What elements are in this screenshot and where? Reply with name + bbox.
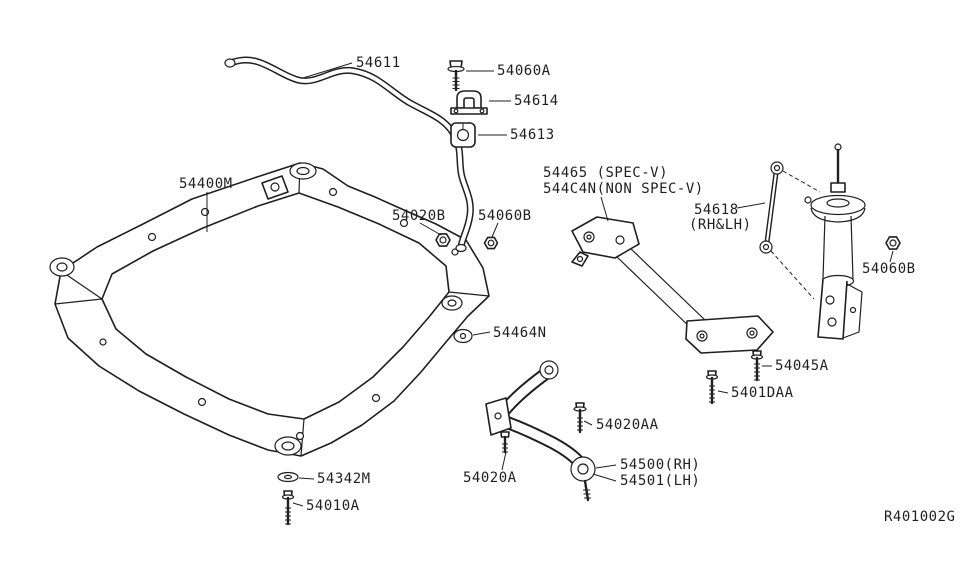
- nut-54060B-right-part: [885, 236, 901, 250]
- label-stabilizer-bar: 54611: [356, 55, 401, 71]
- stabilizer-bar-part: [224, 56, 474, 253]
- label-stopper-washer: 54342M: [317, 471, 371, 487]
- label-bolt-10a: 54010A: [306, 498, 360, 514]
- label-stab-bracket: 54614: [514, 93, 559, 109]
- label-nut-left: 54020B: [392, 208, 446, 224]
- part-labels: 54611 54060A 54614 54613 54400M 54020B 5…: [179, 55, 955, 525]
- control-arm-part: [485, 360, 596, 502]
- nut-54020B-part: [435, 233, 451, 247]
- bolt-54020AA-part: [573, 402, 587, 434]
- strut-part: [804, 143, 866, 340]
- bolt-54010A-part: [281, 490, 295, 526]
- stab-bushing-part: [450, 122, 476, 148]
- label-bolt-20aa: 54020AA: [596, 417, 659, 433]
- label-control-arm-lh: 54501(LH): [620, 473, 700, 489]
- washer-54464N-part: [453, 328, 473, 344]
- stab-bolt-part: [447, 60, 465, 92]
- label-bolt-20a: 54020A: [463, 470, 517, 486]
- label-crossbar-non-spec-v: 544C4N(NON SPEC-V): [543, 181, 704, 197]
- bolt-54045A-part: [750, 350, 764, 382]
- label-bolt-10daa: 5401DAA: [731, 385, 794, 401]
- label-crossbar-spec-v: 54465 (SPEC-V): [543, 165, 668, 181]
- subframe-part: [49, 162, 490, 457]
- label-stab-link-side: (RH&LH): [689, 217, 752, 233]
- crossbar-part: [571, 216, 774, 354]
- label-stab-link: 54618: [694, 202, 739, 218]
- label-stab-bushing: 54613: [510, 127, 555, 143]
- washer-54342M-part: [277, 471, 299, 483]
- label-washer-front: 54464N: [493, 325, 547, 341]
- label-nut-right: 54060B: [862, 261, 916, 277]
- stab-bracket-part: [450, 90, 488, 115]
- stabilizer-link-part: [759, 161, 821, 300]
- label-stab-bolt: 54060A: [497, 63, 551, 79]
- label-control-arm-rh: 54500(RH): [620, 457, 700, 473]
- bolt-5401DAA-part: [705, 370, 719, 405]
- label-nut-mid: 54060B: [478, 208, 532, 224]
- ref-code: R401002G: [884, 509, 955, 525]
- nut-54060B-left-part: [483, 236, 499, 250]
- leader-lines: [206, 62, 894, 507]
- bolt-54020A-part: [500, 431, 510, 454]
- label-bolt-45a: 54045A: [775, 358, 829, 374]
- label-subframe: 54400M: [179, 176, 233, 192]
